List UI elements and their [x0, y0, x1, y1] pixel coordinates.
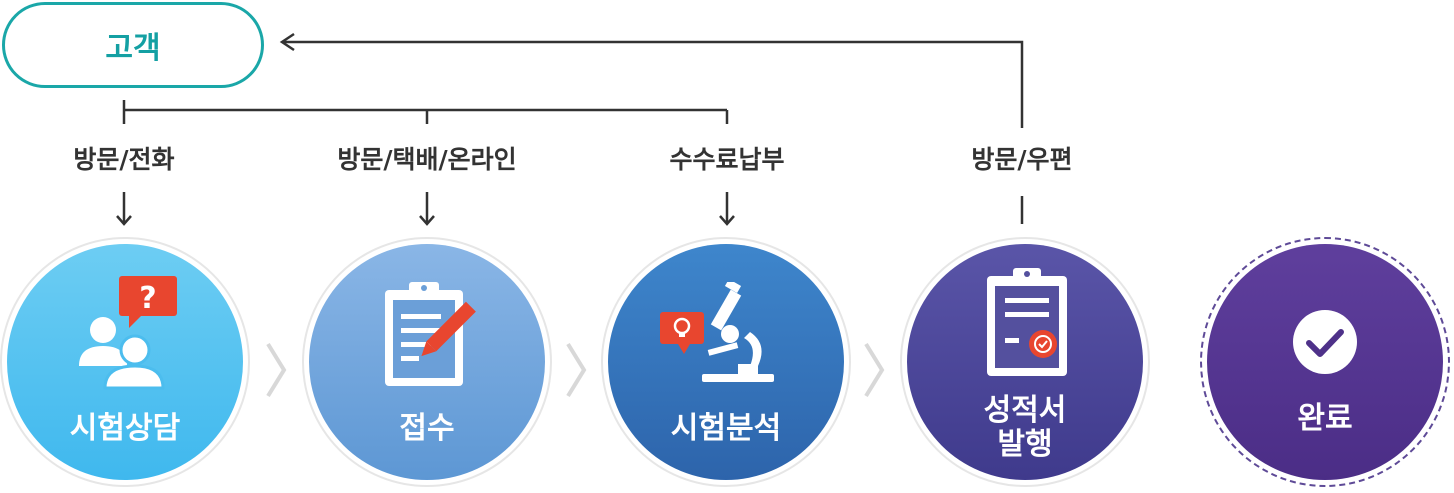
- chevron-right-icon: [566, 342, 587, 398]
- step-consultation-circle: ? 시험상담: [7, 244, 243, 480]
- chevron-right-icon: [864, 342, 885, 398]
- step-receipt-circle: 접수: [309, 244, 545, 480]
- certificate-icon: [987, 268, 1067, 376]
- step-analysis-circle: 시험분석: [608, 244, 844, 480]
- microscope-icon: [660, 282, 774, 382]
- down-arrowhead-2: [419, 215, 435, 226]
- clipboard-pencil-icon: [385, 282, 476, 386]
- receipt-method-label: 방문/택배/온라인: [337, 145, 517, 174]
- return-arrowhead: [279, 32, 295, 52]
- step-consultation-label: 시험상담: [69, 411, 181, 446]
- checkmark-icon: [1293, 310, 1357, 374]
- step-complete-label: 완료: [1297, 401, 1353, 436]
- customer-node: 고객: [2, 2, 264, 88]
- step-complete-circle: 완료: [1207, 244, 1443, 480]
- down-arrowhead-1: [116, 215, 132, 226]
- step-report-label-line1: 성적서: [983, 393, 1067, 428]
- fee-payment-label: 수수료납부: [669, 145, 785, 174]
- consultation-icon: ?: [79, 276, 177, 390]
- return-line: [282, 40, 1024, 128]
- customer-label: 고객: [105, 31, 161, 66]
- chevron-right-icon: [266, 342, 287, 398]
- step-report-circle: 성적서 발행: [907, 244, 1143, 480]
- down-arrowhead-3: [719, 215, 735, 226]
- step-analysis-label: 시험분석: [670, 411, 782, 446]
- svg-text:?: ?: [139, 281, 156, 316]
- step-report-label-line2: 발행: [997, 427, 1053, 462]
- step-report-label: 성적서 발행: [907, 394, 1143, 462]
- step-receipt-label: 접수: [399, 411, 455, 446]
- consult-method-label: 방문/전화: [73, 145, 175, 174]
- report-method-label: 방문/우편: [971, 145, 1073, 174]
